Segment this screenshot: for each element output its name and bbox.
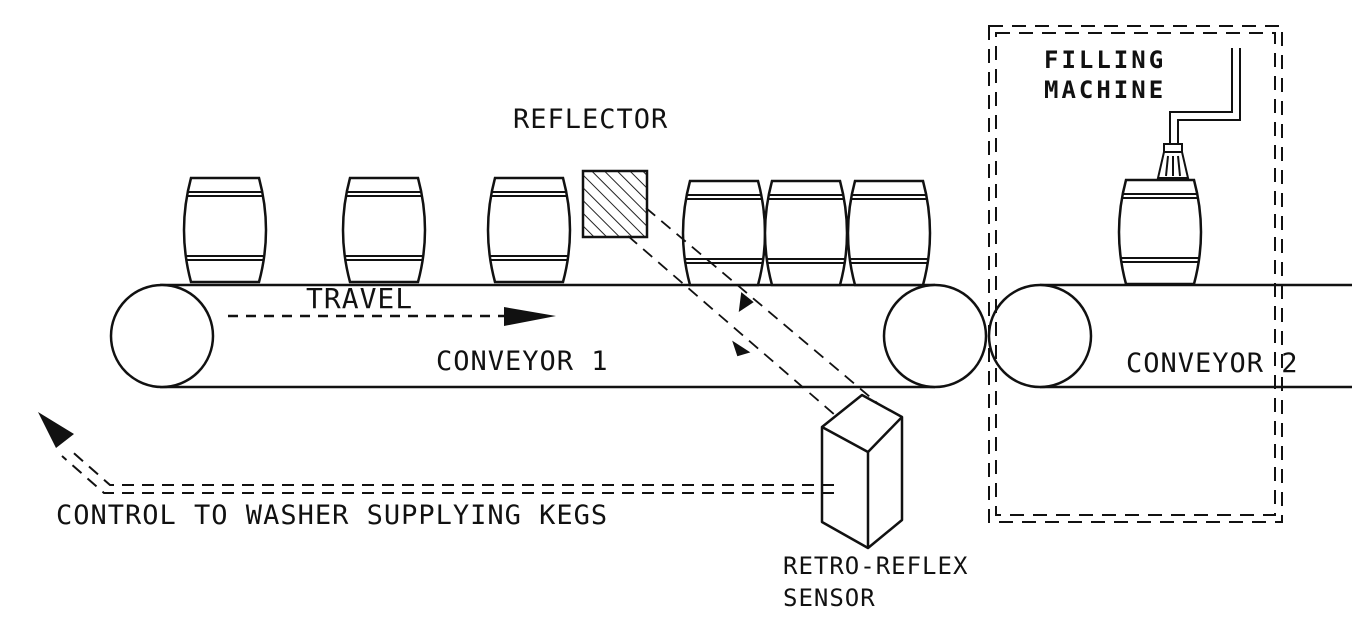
- beam-incoming: [627, 235, 851, 429]
- keg-spaced-2: [341, 176, 427, 284]
- keg-filling-1: [1117, 178, 1203, 286]
- control-label: CONTROL TO WASHER SUPPLYING KEGS: [56, 500, 609, 531]
- keg-spaced-3: [486, 176, 572, 284]
- filling-machine-label-line-2: MACHINE: [1044, 76, 1167, 104]
- travel-arrow: [228, 307, 556, 326]
- filling-machine-label-line-1: FILLING: [1044, 46, 1167, 74]
- conveyor-1-label: CONVEYOR 1: [436, 346, 609, 377]
- kegs: [182, 176, 1203, 287]
- conveyor-1: [109, 283, 988, 389]
- filling-machine-enclosure: [988, 25, 1283, 523]
- reflector-label: REFLECTOR: [513, 104, 669, 135]
- conveyor-2-label: CONVEYOR 2: [1126, 348, 1299, 379]
- keg-spaced-1: [182, 176, 268, 284]
- conveyor-1-left-roller: [109, 283, 215, 389]
- beam-arrow-down: [732, 340, 751, 357]
- sensor-label: RETRO-REFLEX SENSOR: [783, 550, 968, 614]
- conveyor-2-left-roller: [987, 283, 1093, 389]
- keg-queued-3: [846, 179, 932, 287]
- filling-machine-label: FILLING MACHINE: [1044, 45, 1166, 105]
- reflector: [581, 169, 649, 239]
- control-signal-line: [61, 447, 834, 494]
- conveyor-1-right-roller: [882, 283, 988, 389]
- control-arrow-head: [38, 412, 74, 448]
- conveyor-2: [987, 283, 1352, 389]
- beam-arrow-up: [738, 292, 754, 313]
- keg-queued-2: [763, 179, 849, 287]
- beam-outgoing: [645, 207, 896, 419]
- light-beams: [627, 207, 896, 429]
- sensor-label-line-2: SENSOR: [783, 584, 876, 612]
- travel-label: TRAVEL: [306, 282, 414, 315]
- retro-reflex-sensor: [820, 393, 904, 550]
- sensor-label-line-1: RETRO-REFLEX: [783, 552, 969, 580]
- keg-queued-1: [681, 179, 767, 287]
- filling-nozzle: [1156, 48, 1241, 179]
